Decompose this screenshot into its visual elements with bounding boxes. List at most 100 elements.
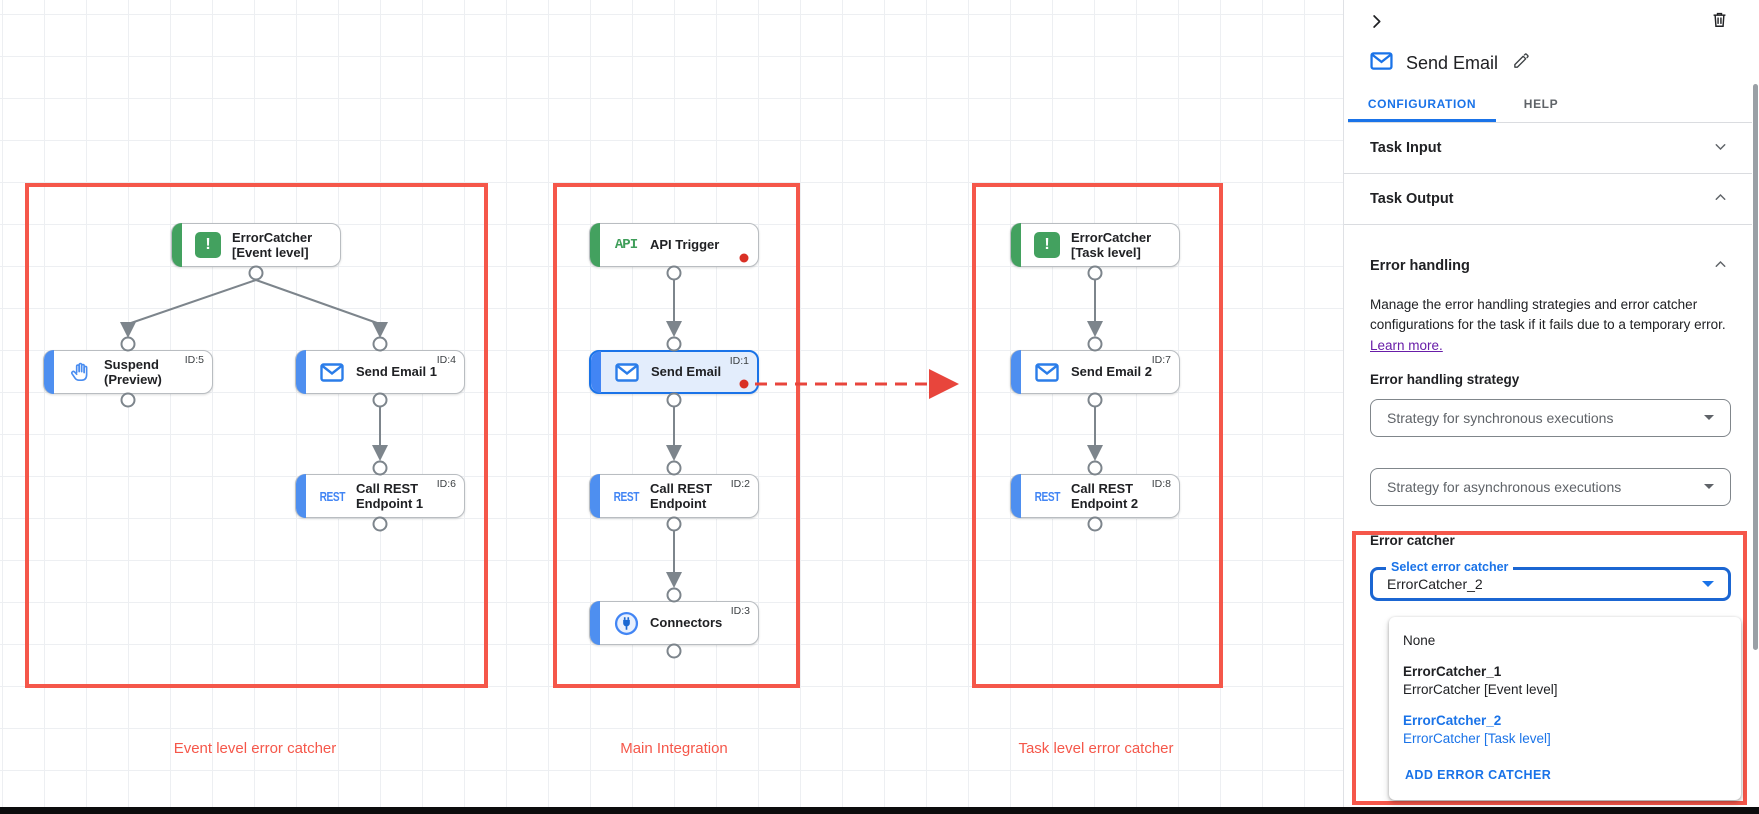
menu-item-errorcatcher-1[interactable]: ErrorCatcher_1 ErrorCatcher [Event level… (1389, 656, 1741, 705)
node-label: Send Email (651, 364, 722, 380)
hand-suspend-icon (65, 361, 95, 384)
node-label: ErrorCatcher (1071, 229, 1152, 245)
section-error-handling[interactable]: Error handling (1344, 225, 1759, 285)
node-error-catcher-event[interactable]: ! ErrorCatcher [Event level] (171, 223, 341, 267)
node-accent-bar (44, 350, 54, 394)
node-label: Send Email 2 (1071, 364, 1152, 380)
menu-item-errorcatcher-2[interactable]: ErrorCatcher_2 ErrorCatcher [Task level] (1389, 705, 1741, 754)
node-call-rest-1[interactable]: REST Call REST Endpoint 1 ID:6 (295, 474, 465, 518)
group-label: Task level error catcher (1018, 740, 1174, 757)
error-catcher-icon: ! (1032, 232, 1062, 258)
node-label: Call REST (356, 480, 419, 496)
node-label: Endpoint 2 (1071, 496, 1139, 511)
add-error-catcher-button[interactable]: ADD ERROR CATCHER (1405, 768, 1552, 782)
rest-icon: REST (613, 488, 639, 504)
dropdown-caret-icon (1702, 580, 1714, 587)
tab-help[interactable]: HELP (1523, 96, 1559, 111)
node-accent-bar (1011, 350, 1021, 394)
select-value: Strategy for asynchronous executions (1387, 478, 1622, 495)
panel-title: Send Email (1406, 52, 1499, 73)
node-id: ID:4 (436, 354, 456, 366)
node-accent-bar (590, 601, 600, 645)
option-name: ErrorCatcher_2 (1403, 713, 1502, 728)
edit-pencil-icon[interactable] (1512, 52, 1530, 75)
node-label: ErrorCatcher (232, 229, 313, 245)
node-label: API Trigger (650, 237, 720, 253)
section-title: Task Output (1370, 191, 1454, 207)
node-accent-bar (1011, 474, 1021, 518)
tab-configuration[interactable]: CONFIGURATION (1348, 88, 1496, 122)
node-label: Call REST (1071, 480, 1134, 496)
section-task-output[interactable]: Task Output (1344, 174, 1759, 225)
section-title: Error handling (1370, 258, 1470, 274)
node-send-email-2[interactable]: Send Email 2 ID:7 (1010, 350, 1180, 394)
node-label: (Preview) (104, 372, 162, 387)
chevron-down-icon (1712, 138, 1729, 159)
node-id: ID:8 (1151, 478, 1171, 490)
node-id: ID:5 (184, 354, 204, 366)
node-id: ID:7 (1151, 354, 1171, 366)
panel-tabs: CONFIGURATION HELP (1348, 88, 1759, 123)
node-label: Endpoint 1 (356, 496, 424, 511)
node-accent-bar (1011, 223, 1021, 267)
main-integration-group-annotation (553, 183, 800, 688)
node-id: ID:2 (730, 478, 750, 490)
node-accent-bar (590, 474, 600, 518)
group-label: Event level error catcher (173, 740, 337, 757)
select-value: Strategy for synchronous executions (1387, 409, 1614, 426)
connectors-icon (611, 611, 641, 636)
node-call-rest[interactable]: REST Call REST Endpoint ID:2 (589, 474, 759, 518)
node-api-trigger[interactable]: API API Trigger (589, 223, 759, 267)
rest-icon: REST (319, 488, 345, 504)
node-id: ID:1 (729, 355, 749, 367)
node-suspend[interactable]: Suspend (Preview) ID:5 (43, 350, 213, 394)
node-connectors[interactable]: Connectors ID:3 (589, 601, 759, 645)
strategy-label: Error handling strategy (1370, 371, 1520, 387)
dropdown-caret-icon (1704, 415, 1714, 421)
node-accent-bar (296, 350, 306, 394)
node-label: Call REST (650, 480, 713, 496)
description-text: Manage the error handling strategies and… (1370, 297, 1726, 333)
error-catcher-menu: None ErrorCatcher_1 ErrorCatcher [Event … (1389, 617, 1741, 800)
menu-item-none[interactable]: None (1389, 625, 1741, 656)
task-level-group-annotation (972, 183, 1223, 688)
event-level-group-annotation (25, 183, 488, 688)
node-label: [Event level] (232, 245, 309, 260)
chevron-up-icon (1712, 189, 1729, 210)
error-catcher-select[interactable]: Select error catcher ErrorCatcher_2 (1370, 559, 1731, 601)
chevron-up-icon (1712, 256, 1729, 277)
option-desc: ErrorCatcher [Task level] (1403, 731, 1551, 746)
node-accent-bar (172, 223, 182, 267)
trash-icon[interactable] (1710, 10, 1729, 34)
option-desc: ErrorCatcher [Event level] (1403, 682, 1558, 697)
scrollbar-thumb[interactable] (1753, 84, 1758, 650)
node-label: [Task level] (1071, 245, 1141, 260)
node-accent-bar (296, 474, 306, 518)
node-label: Connectors (650, 615, 723, 631)
collapse-panel-icon[interactable] (1367, 12, 1386, 36)
node-send-email-selected[interactable]: Send Email ID:1 (589, 350, 759, 394)
node-id: ID:6 (436, 478, 456, 490)
section-task-input[interactable]: Task Input (1344, 123, 1759, 174)
learn-more-link[interactable]: Learn more. (1370, 337, 1443, 353)
node-error-catcher-task[interactable]: ! ErrorCatcher [Task level] (1010, 223, 1180, 267)
option-label: None (1403, 633, 1436, 648)
node-send-email-1[interactable]: Send Email 1 ID:4 (295, 350, 465, 394)
sync-strategy-select[interactable]: Strategy for synchronous executions (1370, 398, 1731, 437)
node-label: Suspend (104, 356, 159, 372)
async-strategy-select[interactable]: Strategy for asynchronous executions (1370, 467, 1731, 506)
select-float-label: Select error catcher (1386, 559, 1514, 574)
mail-icon (317, 362, 347, 382)
mail-icon (1370, 51, 1393, 75)
option-name: ErrorCatcher_1 (1403, 664, 1502, 679)
panel-scrollbar[interactable] (1752, 0, 1759, 807)
window-bottom-edge (0, 807, 1759, 814)
select-value: ErrorCatcher_2 (1387, 575, 1483, 592)
rest-icon: REST (1034, 488, 1060, 504)
api-trigger-icon: API (614, 237, 638, 253)
integration-canvas[interactable]: Event level error catcher Main Integrati… (0, 0, 1343, 814)
error-catcher-label: Error catcher (1370, 532, 1455, 548)
mail-icon (612, 362, 642, 382)
node-call-rest-2[interactable]: REST Call REST Endpoint 2 ID:8 (1010, 474, 1180, 518)
